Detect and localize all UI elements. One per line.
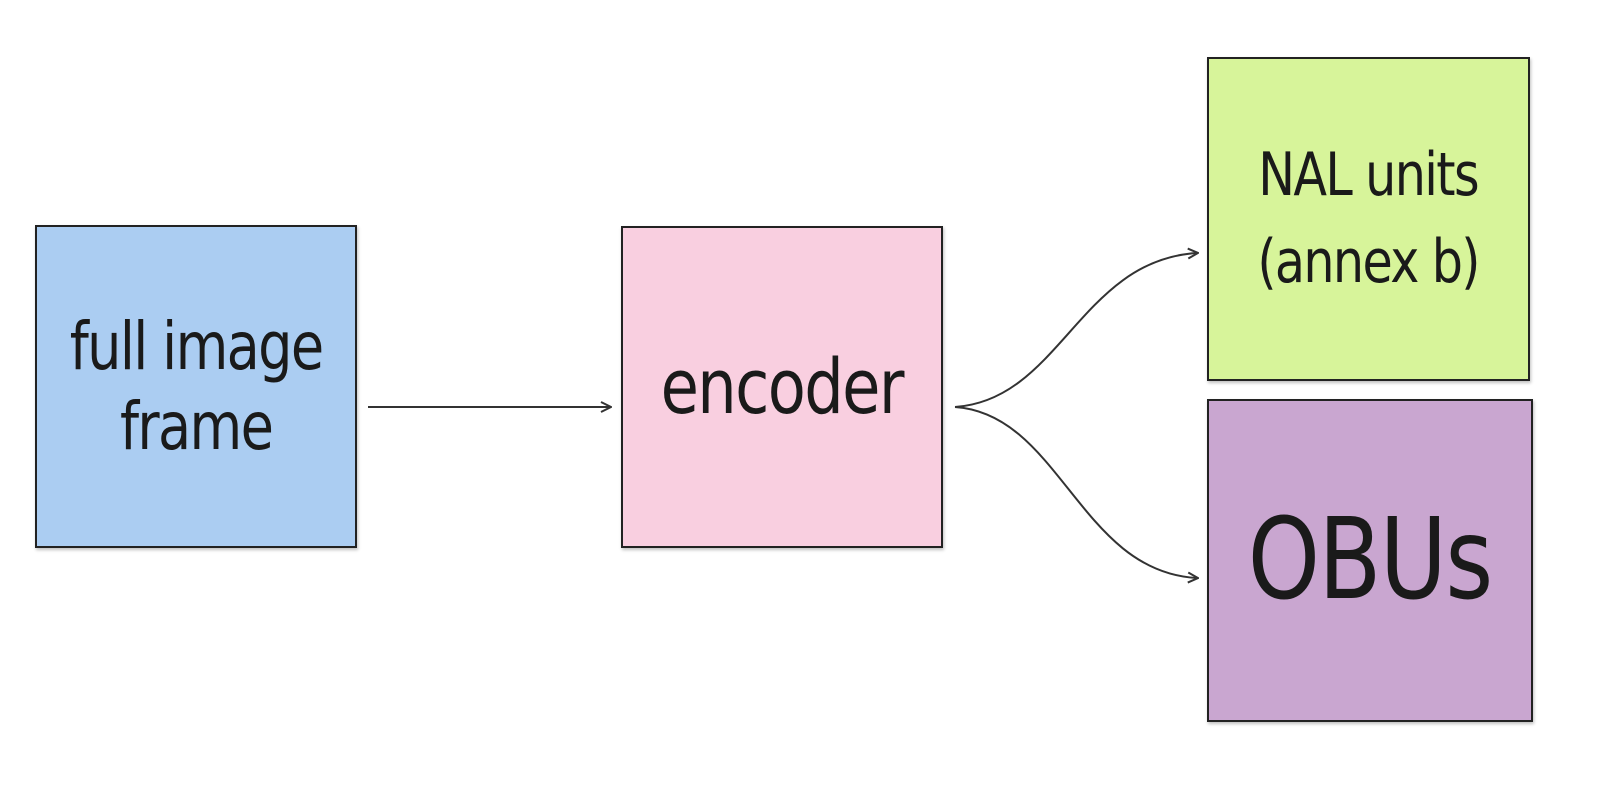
node-full-image-frame: full image frame bbox=[35, 225, 357, 548]
edge-encoder-to-nal bbox=[954, 253, 1197, 408]
node-encoder: encoder bbox=[621, 226, 943, 548]
node-obus: OBUs bbox=[1207, 399, 1533, 722]
node-label-line: frame bbox=[119, 387, 274, 465]
edge-encoder-to-obus bbox=[954, 406, 1197, 578]
node-label: OBUs bbox=[1248, 495, 1493, 626]
node-label-line: (annex b) bbox=[1257, 227, 1481, 297]
node-label-line: NAL units bbox=[1258, 140, 1480, 210]
node-label-line: full image bbox=[69, 308, 324, 386]
node-label: encoder bbox=[660, 342, 905, 432]
node-nal-units: NAL units (annex b) bbox=[1207, 57, 1530, 381]
